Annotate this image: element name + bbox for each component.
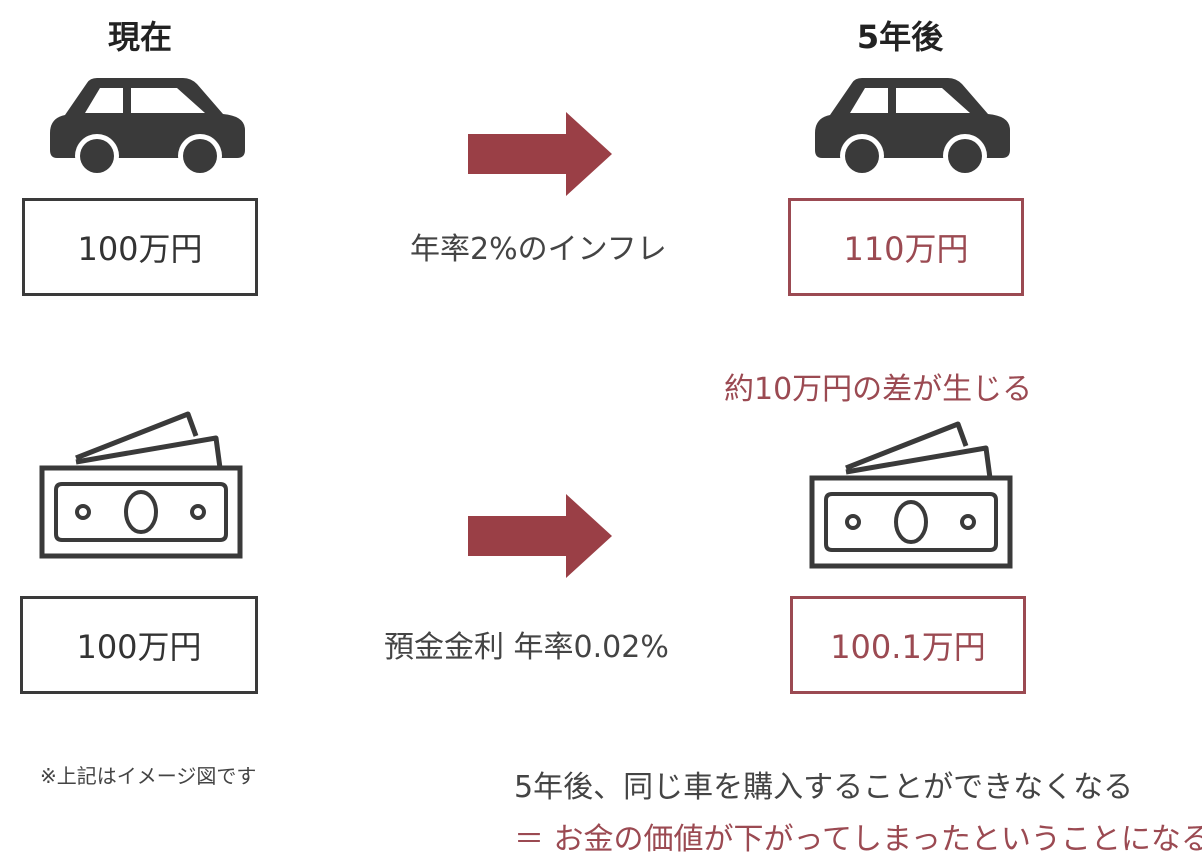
car-icon — [815, 78, 1010, 178]
heading-after: 5年後 — [856, 18, 944, 56]
disclaimer: ※上記はイメージ図です — [40, 764, 257, 788]
banknote-icon — [809, 421, 1013, 569]
money-amount-now: 100万円 — [20, 596, 258, 694]
right-arrow-icon — [468, 112, 612, 196]
right-arrow-icon — [468, 494, 612, 578]
car-price-now: 100万円 — [22, 198, 258, 296]
car-price-after: 110万円 — [788, 198, 1024, 296]
interest-caption: 預金金利 年率0.02% — [384, 630, 669, 665]
car-icon — [50, 78, 245, 178]
conclusion-line2: ＝ お金の価値が下がってしまったということになる — [514, 822, 1202, 857]
money-amount-after: 100.1万円 — [790, 596, 1026, 694]
heading-now: 現在 — [107, 18, 172, 56]
inflation-caption: 年率2%のインフレ — [410, 232, 667, 267]
banknote-icon — [39, 411, 243, 559]
conclusion-line1: 5年後、同じ車を購入することができなくなる — [514, 770, 1134, 805]
difference-note: 約10万円の差が生じる — [724, 372, 1033, 407]
